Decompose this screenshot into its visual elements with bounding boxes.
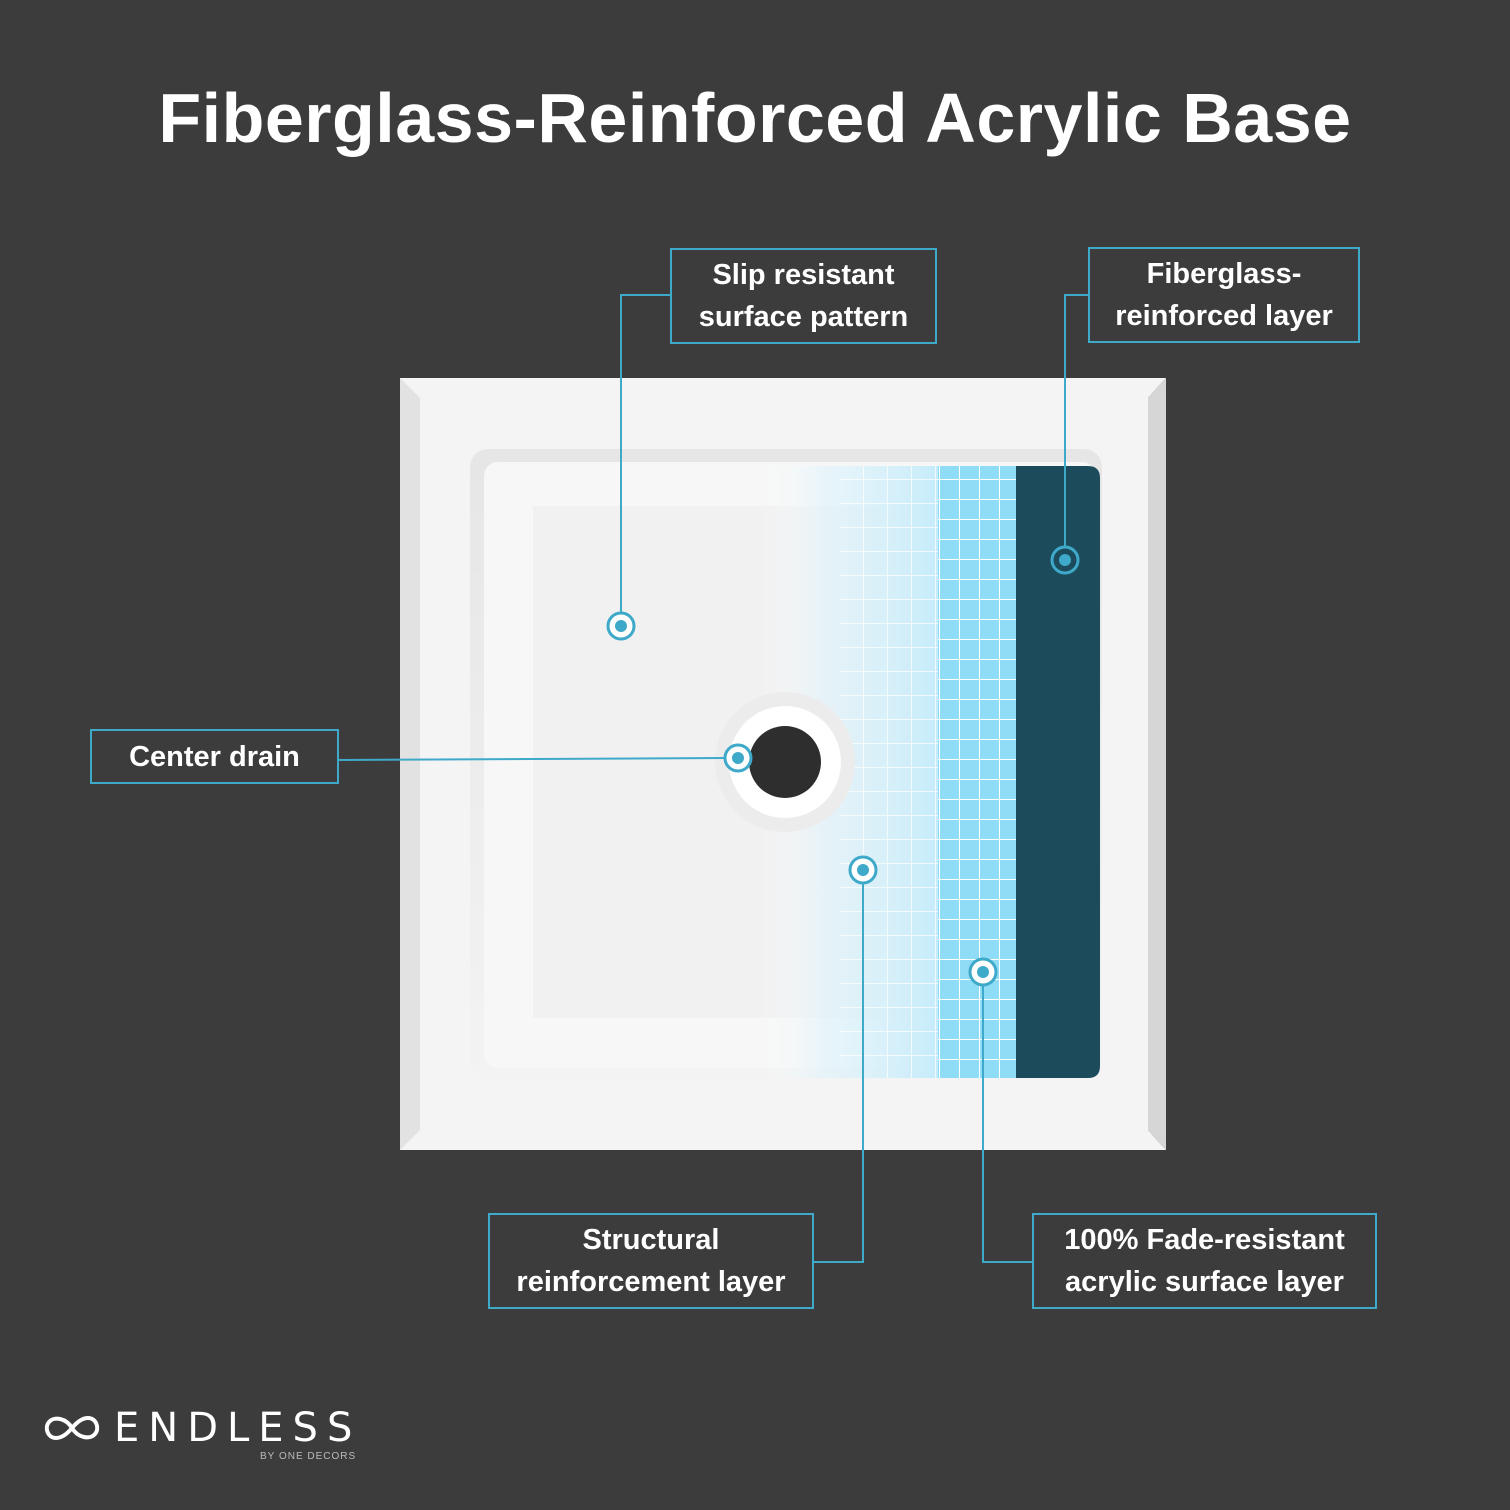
callout-slip-resistant: Slip resistant surface pattern — [670, 248, 937, 344]
brand-logo: ENDLESS — [40, 1405, 361, 1451]
callout-fiber-line2: reinforced layer — [1115, 300, 1333, 332]
marker-fiberglass-layer — [1050, 545, 1080, 575]
callout-center-drain: Center drain — [90, 729, 339, 784]
structural-grid-layer — [938, 466, 1016, 1078]
infinity-icon — [44, 1415, 100, 1441]
marker-structural-layer — [848, 855, 878, 885]
callout-slip-line1: Slip resistant — [712, 259, 895, 291]
fiberglass-layer — [1016, 466, 1100, 1078]
callout-fiberglass-layer: Fiberglass- reinforced layer — [1088, 247, 1360, 343]
marker-center-drain — [723, 743, 753, 773]
callout-fade-line1: 100% Fade-resistant — [1064, 1224, 1345, 1256]
callout-fade-line2: acrylic surface layer — [1065, 1266, 1344, 1298]
callout-structural-layer: Structural reinforcement layer — [488, 1213, 814, 1309]
leader-lines — [338, 294, 1090, 1263]
callout-drain-label: Center drain — [129, 740, 300, 773]
marker-slip-resistant — [606, 611, 636, 641]
marker-acrylic-surface — [968, 957, 998, 987]
callout-struct-line1: Structural — [582, 1224, 720, 1256]
page-title: Fiberglass-Reinforced Acrylic Base — [158, 79, 1352, 157]
callout-slip-line2: surface pattern — [698, 301, 909, 333]
callout-fiber-line1: Fiberglass- — [1146, 258, 1302, 290]
callout-struct-line2: reinforcement layer — [516, 1266, 786, 1298]
callout-acrylic-surface: 100% Fade-resistant acrylic surface laye… — [1032, 1213, 1377, 1309]
brand-subtitle: BY ONE DECORS — [260, 1451, 357, 1462]
center-drain — [715, 692, 855, 832]
brand-name: ENDLESS — [114, 1405, 362, 1451]
